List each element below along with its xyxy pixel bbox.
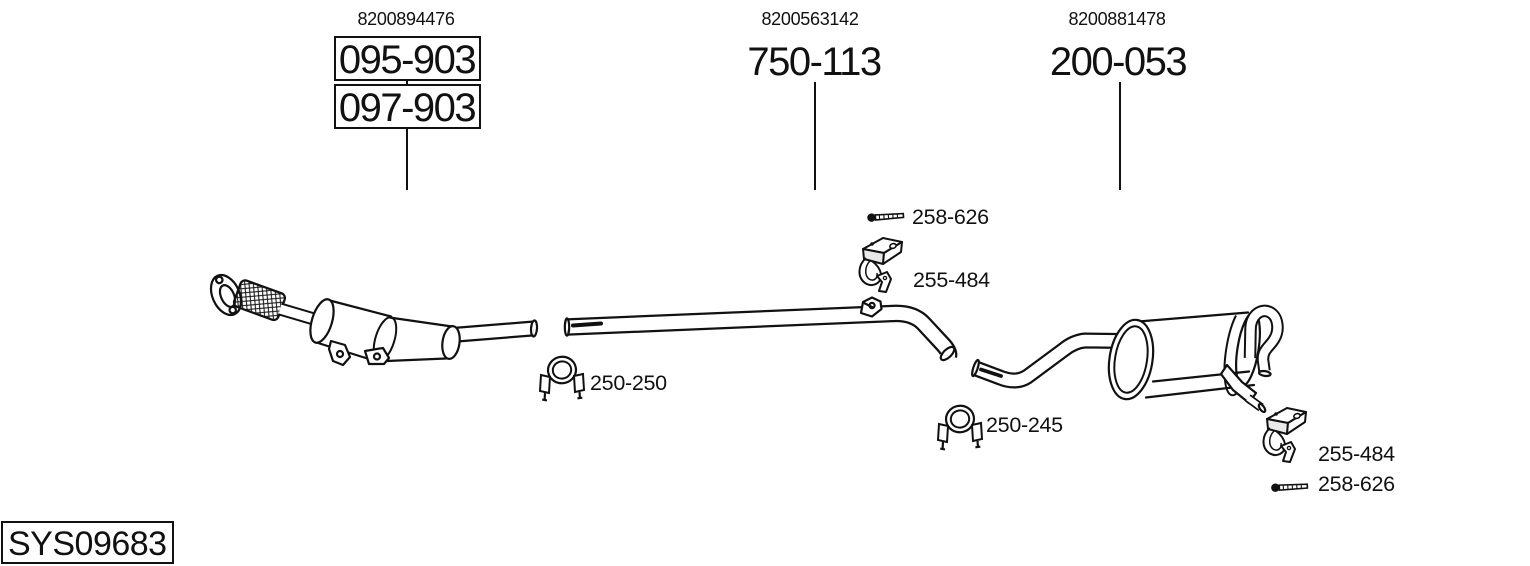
tail-pipe	[1243, 304, 1284, 378]
hanger-bracket-icon	[858, 237, 903, 293]
oe-ref-number: 8200881478	[1068, 9, 1165, 29]
assembly-label-rear: 8200881478 200-053	[1050, 9, 1188, 190]
assembly-label-front: 8200894476 095-903 097-903	[334, 9, 481, 190]
bolt-icon	[866, 210, 905, 223]
callout-label: 258-626	[912, 205, 989, 229]
assembly-label-center: 8200563142 750-113	[747, 9, 882, 190]
pipe-open-end	[529, 319, 539, 338]
callout-label: 255-484	[913, 268, 990, 292]
pipe-open-end	[1257, 369, 1272, 378]
hanger-bracket-icon	[1262, 407, 1307, 463]
pipe-clamp-icon	[936, 402, 984, 451]
oe-ref-number: 8200563142	[761, 9, 858, 29]
system-code-label: SYS09683	[8, 525, 167, 563]
rear-silencer-drawing	[971, 304, 1284, 414]
part-number: 200-053	[1050, 40, 1187, 84]
bolt-icon	[1270, 481, 1309, 493]
pipe-open-end	[939, 345, 956, 362]
muffler-body	[1107, 311, 1261, 401]
callout-label: 258-626	[1318, 472, 1395, 496]
part-number: 750-113	[747, 40, 881, 84]
pipe-slot	[979, 367, 1003, 378]
oe-ref-number: 8200894476	[357, 9, 454, 29]
pipe-end-cap	[971, 358, 980, 378]
system-code-box	[1, 521, 174, 564]
pipe-end-cap	[563, 317, 571, 337]
callout-label: 255-484	[1318, 442, 1395, 466]
system-code: SYS09683	[1, 521, 174, 564]
front-pipe-catalyst-drawing	[209, 273, 539, 367]
flange-icon	[209, 273, 243, 317]
callout-label: 250-245	[986, 413, 1063, 437]
part-number: 095-903	[339, 38, 476, 82]
catalyst-mounting-tabs	[327, 339, 391, 367]
center-pipe-drawing	[563, 296, 958, 362]
pipe-slot	[571, 321, 603, 328]
callout-label: 250-250	[590, 371, 667, 395]
pipe-bracket-flag	[859, 296, 883, 318]
part-number: 097-903	[339, 86, 476, 130]
muffler-mounting-strap	[1219, 363, 1267, 414]
pipe-clamp-icon	[538, 353, 586, 402]
